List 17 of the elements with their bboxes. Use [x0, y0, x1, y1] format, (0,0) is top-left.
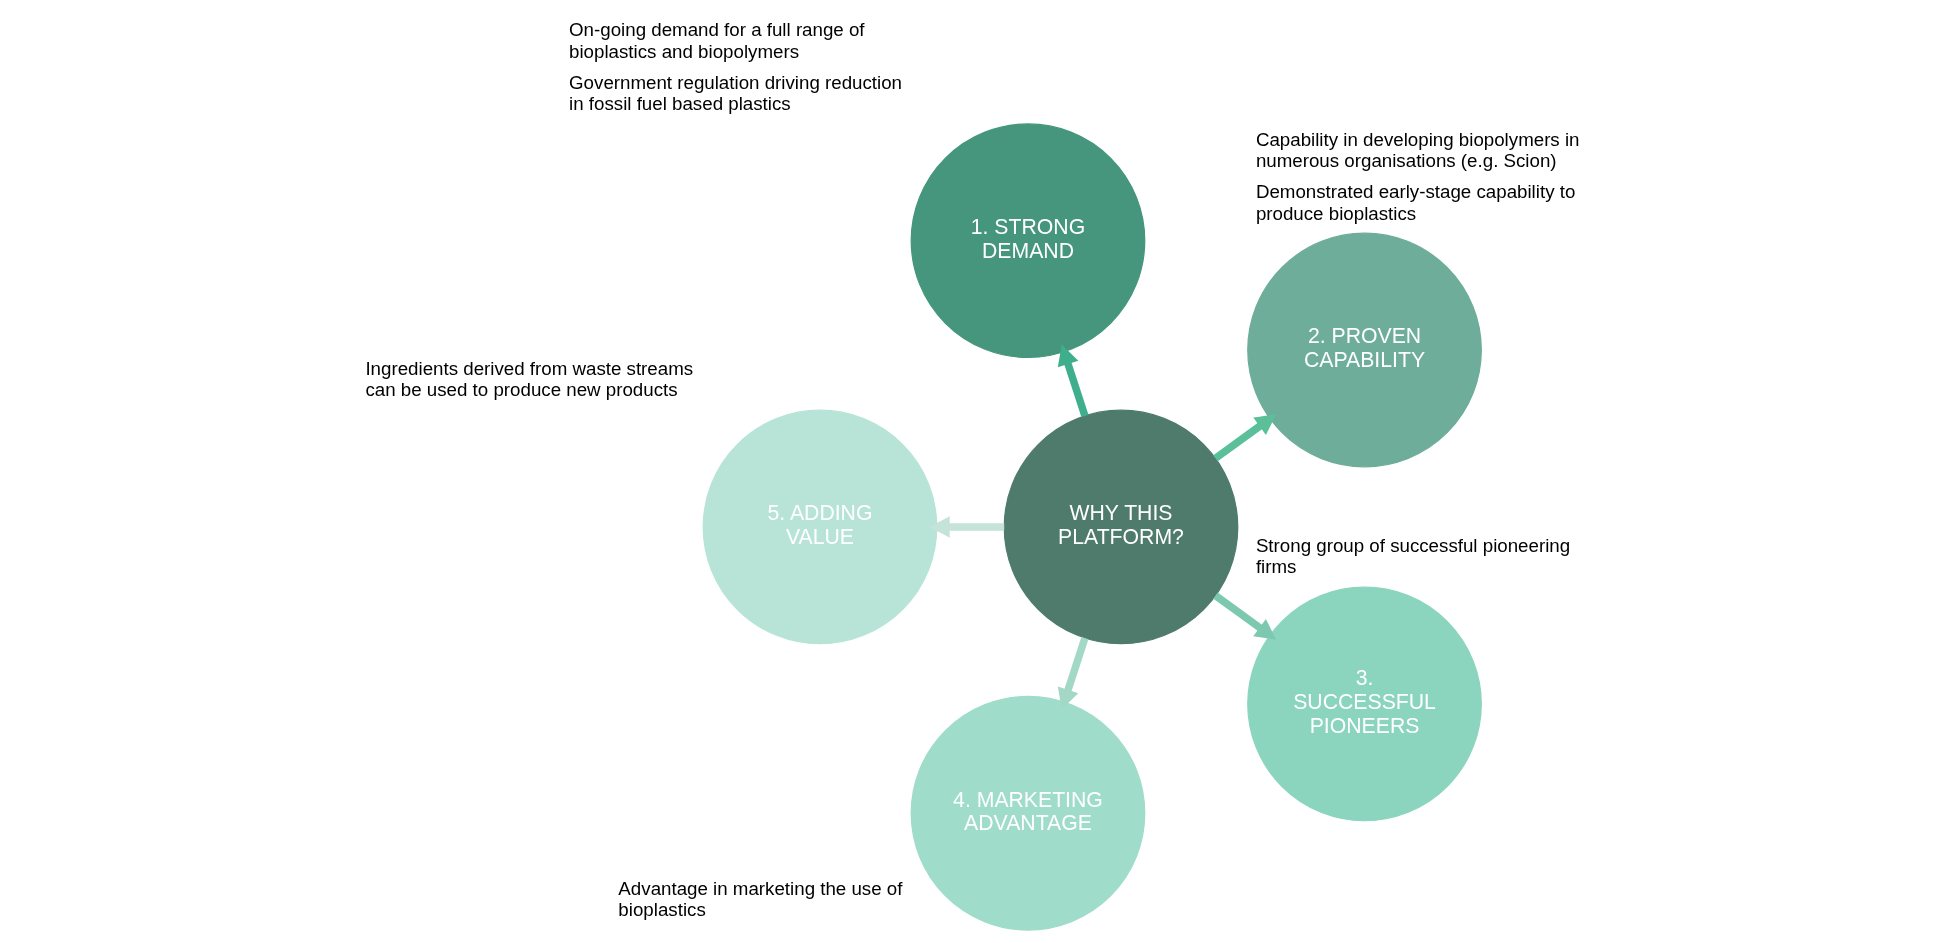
node-circle: WHY THIS PLATFORM? [1003, 409, 1239, 644]
arrow [1057, 344, 1089, 417]
arrow [1213, 592, 1277, 640]
node-circle: 4. MARKETING ADVANTAGE [910, 695, 1146, 931]
node-label: Demonstrated early-stage capability to produce bioplastics [1255, 180, 1576, 224]
node-circle: 2. PROVEN CAPABILITY [1247, 232, 1482, 467]
node-circle: 3. SUCCESSFUL PIONEERS [1247, 586, 1482, 821]
node-circle: 5. ADDING VALUE [702, 409, 938, 644]
node-label: Government regulation driving reduction in fossil fuel based plastics [569, 71, 903, 114]
node-label: Capability in developing biopolymers in numerous organisations (e.g. Scion) [1255, 128, 1580, 171]
node-label: Advantage in marketing the use of bioplastics [618, 877, 903, 920]
arrow [929, 515, 1005, 538]
node-label: On-going demand for a full range of bioplastics and biopolymers [569, 18, 865, 62]
arrow [1213, 413, 1277, 461]
node-label: Strong group of successful pioneering firms [1255, 534, 1571, 577]
node-label: Ingredients derived from waste streams can be used to produce new products [365, 357, 694, 400]
node-circle: 1. STRONG DEMAND [910, 122, 1146, 358]
